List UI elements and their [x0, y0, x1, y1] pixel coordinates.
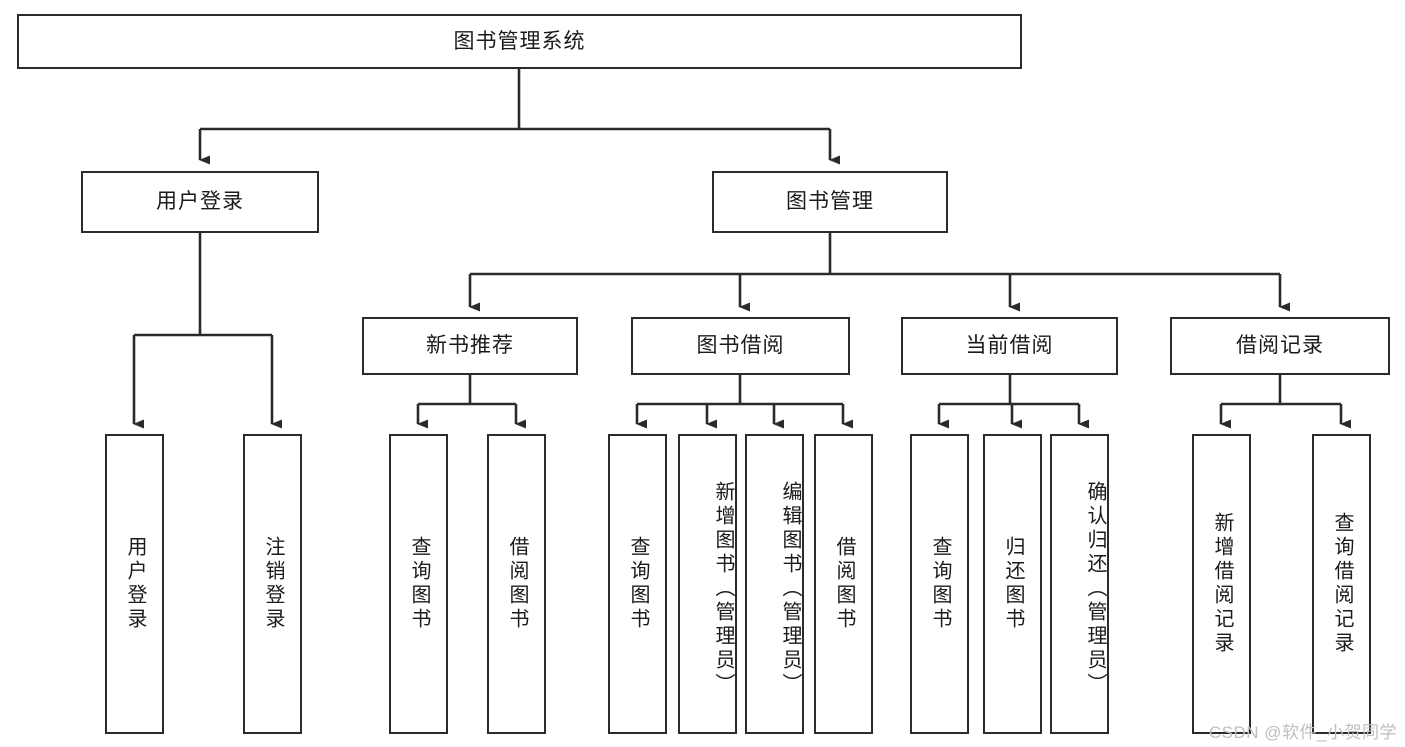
new-book-rec-to-leaves-connectors	[416, 375, 526, 429]
node-leaf-add-record[interactable]: 新增借阅记录	[1192, 434, 1251, 734]
node-current-borrow[interactable]: 当前借阅	[901, 317, 1118, 375]
node-book-borrow[interactable]: 图书借阅	[631, 317, 850, 375]
watermark: CSDN @软件_小贺同学	[1208, 723, 1397, 742]
borrow-record-to-leaves-connectors	[1219, 375, 1351, 429]
node-leaf-user-login-label: 用户登录	[124, 536, 146, 632]
user-login-to-leaves-connectors	[132, 233, 282, 429]
node-book-manage[interactable]: 图书管理	[712, 171, 948, 233]
book-borrow-to-leaves-connectors	[635, 375, 853, 429]
node-leaf-add-record-label: 新增借阅记录	[1211, 512, 1233, 656]
node-leaf-confirm-return[interactable]: 确认归还（管理员）	[1050, 434, 1109, 734]
root-to-level2-connectors	[198, 69, 840, 165]
node-book-manage-label: 图书管理	[786, 190, 874, 214]
node-leaf-query-book-2-label: 查询图书	[627, 536, 649, 632]
node-leaf-edit-book-label: 编辑图书（管理员）	[779, 481, 801, 697]
node-leaf-add-book[interactable]: 新增图书（管理员）	[678, 434, 737, 734]
node-leaf-borrow-book-2[interactable]: 借阅图书	[814, 434, 873, 734]
node-user-login[interactable]: 用户登录	[81, 171, 319, 233]
node-leaf-query-book-3-label: 查询图书	[929, 536, 951, 632]
node-leaf-user-logout[interactable]: 注销登录	[243, 434, 302, 734]
node-leaf-query-book-2[interactable]: 查询图书	[608, 434, 667, 734]
node-leaf-add-book-label: 新增图书（管理员）	[712, 481, 734, 697]
node-new-book-rec-label: 新书推荐	[426, 334, 514, 358]
node-leaf-user-logout-label: 注销登录	[262, 536, 284, 632]
node-root[interactable]: 图书管理系统	[17, 14, 1022, 69]
node-root-label: 图书管理系统	[453, 29, 586, 53]
node-leaf-query-record-label: 查询借阅记录	[1331, 512, 1353, 656]
node-current-borrow-label: 当前借阅	[965, 334, 1054, 358]
node-borrow-record-label: 借阅记录	[1236, 334, 1324, 358]
node-leaf-return-book[interactable]: 归还图书	[983, 434, 1042, 734]
node-new-book-rec[interactable]: 新书推荐	[362, 317, 578, 375]
node-leaf-confirm-return-label: 确认归还（管理员）	[1084, 481, 1106, 697]
node-leaf-borrow-book-1-label: 借阅图书	[506, 536, 528, 632]
node-leaf-query-book-3[interactable]: 查询图书	[910, 434, 969, 734]
node-leaf-user-login[interactable]: 用户登录	[105, 434, 164, 734]
node-user-login-label: 用户登录	[156, 190, 244, 214]
node-leaf-borrow-book-1[interactable]: 借阅图书	[487, 434, 546, 734]
node-leaf-borrow-book-2-label: 借阅图书	[833, 536, 855, 632]
node-book-borrow-label: 图书借阅	[696, 334, 785, 358]
current-borrow-to-leaves-connectors	[937, 375, 1089, 429]
node-leaf-query-book-1-label: 查询图书	[408, 536, 430, 632]
node-borrow-record[interactable]: 借阅记录	[1170, 317, 1390, 375]
node-leaf-query-book-1[interactable]: 查询图书	[389, 434, 448, 734]
node-leaf-edit-book[interactable]: 编辑图书（管理员）	[745, 434, 804, 734]
node-leaf-query-record[interactable]: 查询借阅记录	[1312, 434, 1371, 734]
node-leaf-return-book-label: 归还图书	[1002, 536, 1024, 632]
book-manage-to-level3-connectors	[468, 233, 1290, 312]
